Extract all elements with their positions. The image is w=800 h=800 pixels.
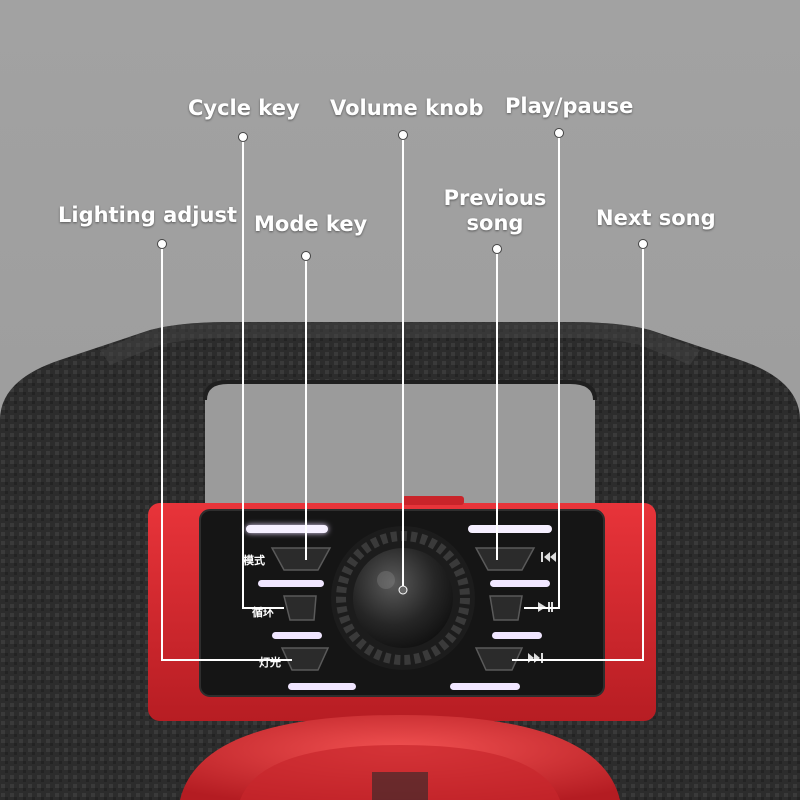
left-grip (0, 470, 150, 760)
cycle-button-label: 循环 (252, 604, 274, 620)
volume-knob-label: Volume knob (330, 96, 484, 121)
mode-key-label: Mode key (254, 212, 367, 237)
mode-button-label: 模式 (243, 552, 265, 568)
play-pause-label: Play/pause (505, 94, 633, 119)
next-song-label: Next song (596, 206, 716, 231)
play-pause-button[interactable] (490, 596, 522, 620)
right-grip (650, 470, 800, 760)
previous-song-label: Previous song (440, 186, 550, 236)
cycle-key-label: Cycle key (188, 96, 300, 121)
light-button-label: 灯光 (259, 654, 281, 670)
cycle-button[interactable] (284, 596, 316, 620)
handle-opening (205, 382, 595, 505)
lighting-adjust-label: Lighting adjust (58, 203, 237, 228)
